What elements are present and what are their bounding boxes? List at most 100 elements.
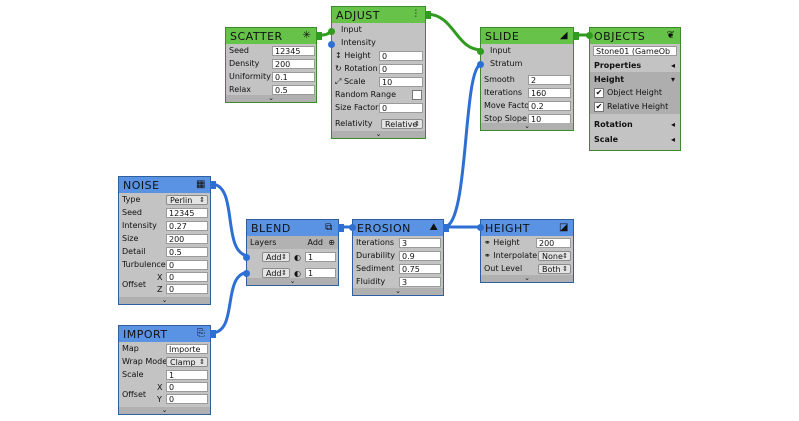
erosion-iterations-field[interactable]: 3 bbox=[399, 237, 441, 248]
slide-header[interactable]: SLIDE ◢ bbox=[481, 28, 573, 44]
noise-seed-field[interactable]: 12345 bbox=[166, 207, 208, 218]
adjust-intensity-port[interactable] bbox=[328, 41, 335, 48]
scatter-relax-field[interactable]: 0.5 bbox=[272, 84, 315, 95]
height-header[interactable]: HEIGHT ◪ bbox=[481, 220, 573, 236]
random-range-checkbox[interactable] bbox=[412, 89, 422, 100]
erosion-sediment-field[interactable]: 0.75 bbox=[399, 263, 441, 274]
noise-offset-x-field[interactable]: 0 bbox=[166, 272, 208, 282]
blend-layer-1-port[interactable] bbox=[243, 254, 250, 261]
noise-offset-z-field[interactable]: 0 bbox=[166, 284, 208, 294]
object-height-checkbox[interactable]: ✔ bbox=[594, 87, 604, 98]
import-map-field[interactable]: Importe bbox=[166, 343, 208, 354]
blend-expand-chevron[interactable]: ⌄ bbox=[247, 278, 338, 285]
blend-layer-2-opacity[interactable]: 1 bbox=[305, 268, 336, 278]
blend-node[interactable]: BLEND ⧉ Layers Add ⊕ Add ◐ 1 Add ◐ 1 ⌄ bbox=[243, 219, 344, 286]
wire-erosion-slide bbox=[443, 62, 483, 229]
import-expand-chevron[interactable]: ⌄ bbox=[119, 407, 210, 414]
slide-stratum-row: Stratum bbox=[490, 59, 523, 68]
objects-header[interactable]: OBJECTS ❦ bbox=[590, 28, 680, 44]
adjust-relativity-dropdown[interactable]: Relative bbox=[381, 118, 423, 129]
height-expand-chevron[interactable]: ⌄ bbox=[481, 275, 573, 282]
opacity-icon: ◐ bbox=[294, 252, 301, 262]
blend-layer-2-port[interactable] bbox=[243, 270, 250, 277]
adjust-size-factor-field[interactable]: 0 bbox=[379, 102, 423, 113]
adjust-expand-chevron[interactable]: ⌄ bbox=[332, 131, 425, 138]
erosion-durability-field[interactable]: 0.9 bbox=[399, 250, 441, 261]
noise-turbulence-field[interactable]: 0 bbox=[166, 259, 208, 270]
slide-stratum-port[interactable] bbox=[477, 61, 484, 68]
import-header[interactable]: IMPORT ⎘ bbox=[119, 326, 210, 342]
erosion-output-port[interactable] bbox=[443, 224, 449, 232]
height-height-field[interactable]: 200 bbox=[536, 237, 571, 248]
slide-output-port[interactable] bbox=[573, 32, 579, 40]
slide-iterations-field[interactable]: 160 bbox=[528, 87, 571, 98]
objects-properties-section[interactable]: Properties◂ bbox=[594, 60, 675, 70]
slide-stop-slope-field[interactable]: 10 bbox=[528, 113, 571, 124]
slide-input-port[interactable] bbox=[477, 48, 484, 55]
blend-header[interactable]: BLEND ⧉ bbox=[247, 220, 338, 236]
objects-scale-section[interactable]: Scale◂ bbox=[594, 134, 675, 144]
noise-detail-field[interactable]: 0.5 bbox=[166, 246, 208, 257]
import-scale-field[interactable]: 1 bbox=[166, 369, 208, 380]
slide-move-factor-field[interactable]: 0.2 bbox=[528, 100, 571, 111]
noise-size-field[interactable]: 200 bbox=[166, 233, 208, 244]
adjust-header[interactable]: ADJUST ⫶ bbox=[332, 7, 425, 23]
noise-output-port[interactable] bbox=[210, 181, 216, 189]
height-interpolate-dropdown[interactable]: None bbox=[538, 250, 571, 261]
import-offset-x-field[interactable]: 0 bbox=[166, 382, 208, 392]
noise-intensity-field[interactable]: 0.27 bbox=[166, 220, 208, 231]
erosion-header[interactable]: EROSION ⛰ bbox=[353, 220, 443, 236]
blend-output-port[interactable] bbox=[338, 224, 344, 232]
noise-type-dropdown[interactable]: Perlin bbox=[166, 194, 208, 205]
scatter-density-field[interactable]: 200 bbox=[272, 58, 315, 69]
blend-layer-1-opacity[interactable]: 1 bbox=[305, 252, 336, 262]
scatter-header[interactable]: SCATTER ✳ bbox=[226, 28, 316, 44]
scatter-output-port[interactable] bbox=[316, 32, 322, 40]
slide-smooth-field[interactable]: 2 bbox=[528, 74, 571, 85]
slide-expand-chevron[interactable]: ⌄ bbox=[481, 123, 573, 130]
scatter-expand-chevron[interactable]: ⌄ bbox=[226, 95, 316, 102]
adjust-rotation-field[interactable]: 0 bbox=[379, 63, 423, 74]
import-output-port[interactable] bbox=[210, 330, 216, 338]
objects-height-section[interactable]: Height▾ bbox=[594, 74, 675, 84]
relative-height-checkbox[interactable]: ✔ bbox=[594, 101, 604, 112]
noise-header[interactable]: NOISE ▦ bbox=[119, 177, 210, 193]
height-outlevel-dropdown[interactable]: Both bbox=[538, 263, 571, 274]
objects-object-field[interactable]: Stone01 (GameOb bbox=[593, 46, 677, 56]
scatter-uniformity-field[interactable]: 0.1 bbox=[272, 71, 315, 82]
blend-layer-2-mode[interactable]: Add bbox=[262, 268, 290, 278]
adjust-height-field[interactable]: 0 bbox=[379, 50, 423, 61]
blend-layer-1-mode[interactable]: Add bbox=[262, 252, 290, 262]
erosion-input-port[interactable] bbox=[349, 224, 356, 231]
erosion-fluidity-field[interactable]: 3 bbox=[399, 276, 441, 287]
blend-icon: ⧉ bbox=[325, 222, 333, 233]
height-arrow-icon: ↕ bbox=[335, 51, 345, 60]
objects-rotation-section[interactable]: Rotation◂ bbox=[594, 119, 675, 129]
scale-icon: ⤢ bbox=[335, 76, 344, 86]
import-offset-y-field[interactable]: 0 bbox=[166, 394, 208, 404]
erosion-expand-chevron[interactable]: ⌄ bbox=[353, 288, 443, 295]
add-layer-icon[interactable]: ⊕ bbox=[328, 238, 335, 247]
adjust-output-port[interactable] bbox=[425, 11, 431, 19]
objects-node[interactable]: OBJECTS ❦ Stone01 (GameOb Properties◂ He… bbox=[586, 27, 681, 151]
height-input-port[interactable] bbox=[477, 224, 484, 231]
noise-expand-chevron[interactable]: ⌄ bbox=[119, 297, 210, 304]
import-wrap-dropdown[interactable]: Clamp bbox=[166, 356, 208, 367]
noise-icon: ▦ bbox=[196, 179, 206, 190]
adjust-scale-field[interactable]: 10 bbox=[379, 76, 423, 87]
import-title: IMPORT bbox=[123, 327, 168, 341]
objects-input-port[interactable] bbox=[586, 32, 593, 39]
scatter-seed-field[interactable]: 12345 bbox=[272, 45, 315, 56]
adjust-input-port[interactable] bbox=[328, 28, 335, 35]
